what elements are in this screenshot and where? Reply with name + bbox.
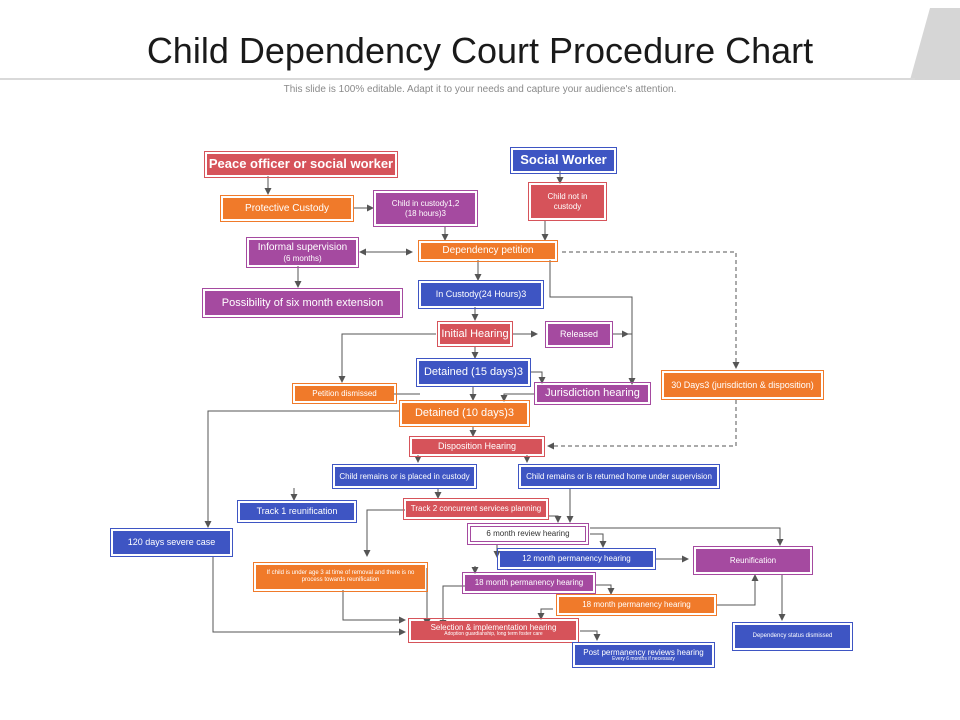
jurisdiction-hearing-node: Jurisdiction hearing: [534, 382, 651, 405]
post-permanency-node: Post permanency reviews hearing Every 6 …: [572, 642, 715, 668]
wire: [549, 260, 636, 385]
child-not-in-custody-label: Child not in custody: [547, 192, 588, 211]
under-age-3-label: If child is under age 3 at time of remov…: [266, 570, 415, 583]
wire: [716, 574, 759, 606]
child-not-in-custody-node: Child not in custody: [528, 182, 607, 221]
dependency-petition-label: Dependency petition: [442, 245, 534, 257]
disposition-hearing-label: Disposition Hearing: [437, 441, 517, 452]
child-returned-home-label: Child remains or is returned home under …: [526, 471, 712, 481]
selection-hearing-sub: Adoption guardianship, long term foster …: [444, 631, 543, 638]
under-age-3-node: If child is under age 3 at time of remov…: [253, 562, 428, 592]
detained-10-label: Detained (10 days)3: [414, 407, 515, 420]
track1-node: Track 1 reunification: [237, 500, 357, 523]
child-in-custody-label-1: Child in custody1,2: [391, 199, 460, 209]
detained-15-node: Detained (15 days)3: [416, 358, 531, 387]
six-month-review-label: 6 month review hearing: [486, 529, 570, 539]
wire: [338, 333, 436, 383]
severe-case-label: 120 days severe case: [127, 537, 216, 548]
disposition-hearing-node: Disposition Hearing: [409, 436, 545, 457]
dashed-wire: [547, 400, 737, 450]
petition-dismissed-label: Petition dismissed: [312, 388, 377, 398]
dependency-dismissed-node: Dependency status dismissed: [732, 622, 853, 651]
child-placed-custody-node: Child remains or is placed in custody: [332, 464, 477, 489]
reunification-node: Reunification: [693, 546, 813, 575]
eighteen-month-a-label: 18 month permanency hearing: [474, 578, 584, 588]
title-divider: [0, 78, 915, 80]
eighteen-month-b-label: 18 month permanency hearing: [582, 600, 691, 610]
child-in-custody-node: Child in custody1,2 (18 hours)3: [373, 190, 478, 227]
wire: [363, 509, 405, 557]
thirty-days-label: 30 Days3 (jurisdiction & disposition): [671, 379, 814, 390]
informal-supervision-node: Informal supervision (6 months): [246, 237, 359, 268]
child-returned-home-node: Child remains or is returned home under …: [518, 464, 720, 489]
selection-hearing-node: Selection & implementation hearing Adopt…: [408, 618, 579, 643]
six-month-review-node: 6 month review hearing: [467, 523, 589, 545]
detained-10-node: Detained (10 days)3: [399, 400, 530, 427]
track1-label: Track 1 reunification: [256, 506, 338, 517]
jurisdiction-hearing-label: Jurisdiction hearing: [545, 387, 640, 400]
wire: [595, 584, 615, 595]
in-custody-24-label: In Custody(24 Hours)3: [435, 289, 527, 300]
released-label: Released: [559, 329, 599, 340]
wire: [439, 585, 465, 627]
detained-15-label: Detained (15 days)3: [423, 366, 524, 379]
eighteen-month-a-node: 18 month permanency hearing: [462, 572, 596, 594]
track2-label: Track 2 concurrent services planning: [410, 504, 542, 514]
twelve-month-node: 12 month permanency hearing: [497, 548, 656, 570]
dependency-petition-node: Dependency petition: [418, 240, 558, 262]
social-worker-node: Social Worker: [510, 147, 617, 174]
petition-dismissed-node: Petition dismissed: [292, 383, 397, 404]
initial-hearing-node: Initial Hearing: [437, 321, 513, 347]
in-custody-24-node: In Custody(24 Hours)3: [418, 280, 544, 309]
reunification-label: Reunification: [729, 555, 777, 565]
wire: [590, 533, 607, 548]
informal-supervision-label: Informal supervision: [257, 242, 348, 254]
page-subtitle: This slide is 100% editable. Adapt it to…: [283, 84, 677, 95]
eighteen-month-b-node: 18 month permanency hearing: [556, 594, 717, 616]
wire: [212, 556, 406, 636]
twelve-month-label: 12 month permanency hearing: [522, 554, 631, 564]
dependency-dismissed-label: Dependency status dismissed: [752, 633, 833, 640]
wire: [342, 590, 406, 624]
six-month-extension-node: Possibility of six month extension: [202, 288, 403, 318]
thirty-days-node: 30 Days3 (jurisdiction & disposition): [661, 370, 824, 400]
child-in-custody-label-2: (18 hours)3: [405, 208, 446, 218]
page-title: Child Dependency Court Procedure Chart: [146, 30, 814, 71]
informal-supervision-sub: (6 months): [283, 253, 322, 263]
post-permanency-sub: Every 6 months if necessary: [612, 655, 675, 662]
six-month-extension-label: Possibility of six month extension: [221, 296, 384, 309]
child-placed-custody-label: Child remains or is placed in custody: [339, 471, 470, 481]
wire: [548, 515, 562, 523]
protective-custody-node: Protective Custody: [220, 195, 354, 222]
wire: [590, 527, 784, 546]
track2-node: Track 2 concurrent services planning: [403, 498, 549, 520]
peace-officer-node: Peace officer or social worker: [204, 151, 398, 178]
severe-case-node: 120 days severe case: [110, 528, 233, 557]
peace-officer-label: Peace officer or social worker: [208, 156, 394, 172]
wire: [537, 608, 553, 620]
wire: [580, 630, 601, 641]
protective-custody-label: Protective Custody: [245, 202, 329, 214]
post-permanency-label: Post permanency reviews hearing: [583, 647, 704, 657]
wire: [204, 410, 400, 528]
initial-hearing-label: Initial Hearing: [441, 327, 509, 340]
wire: [500, 393, 534, 402]
dashed-wire: [562, 251, 740, 369]
wire: [530, 371, 546, 384]
social-worker-label: Social Worker: [520, 152, 607, 168]
released-node: Released: [545, 321, 613, 348]
selection-hearing-label: Selection & implementation hearing: [430, 623, 557, 633]
